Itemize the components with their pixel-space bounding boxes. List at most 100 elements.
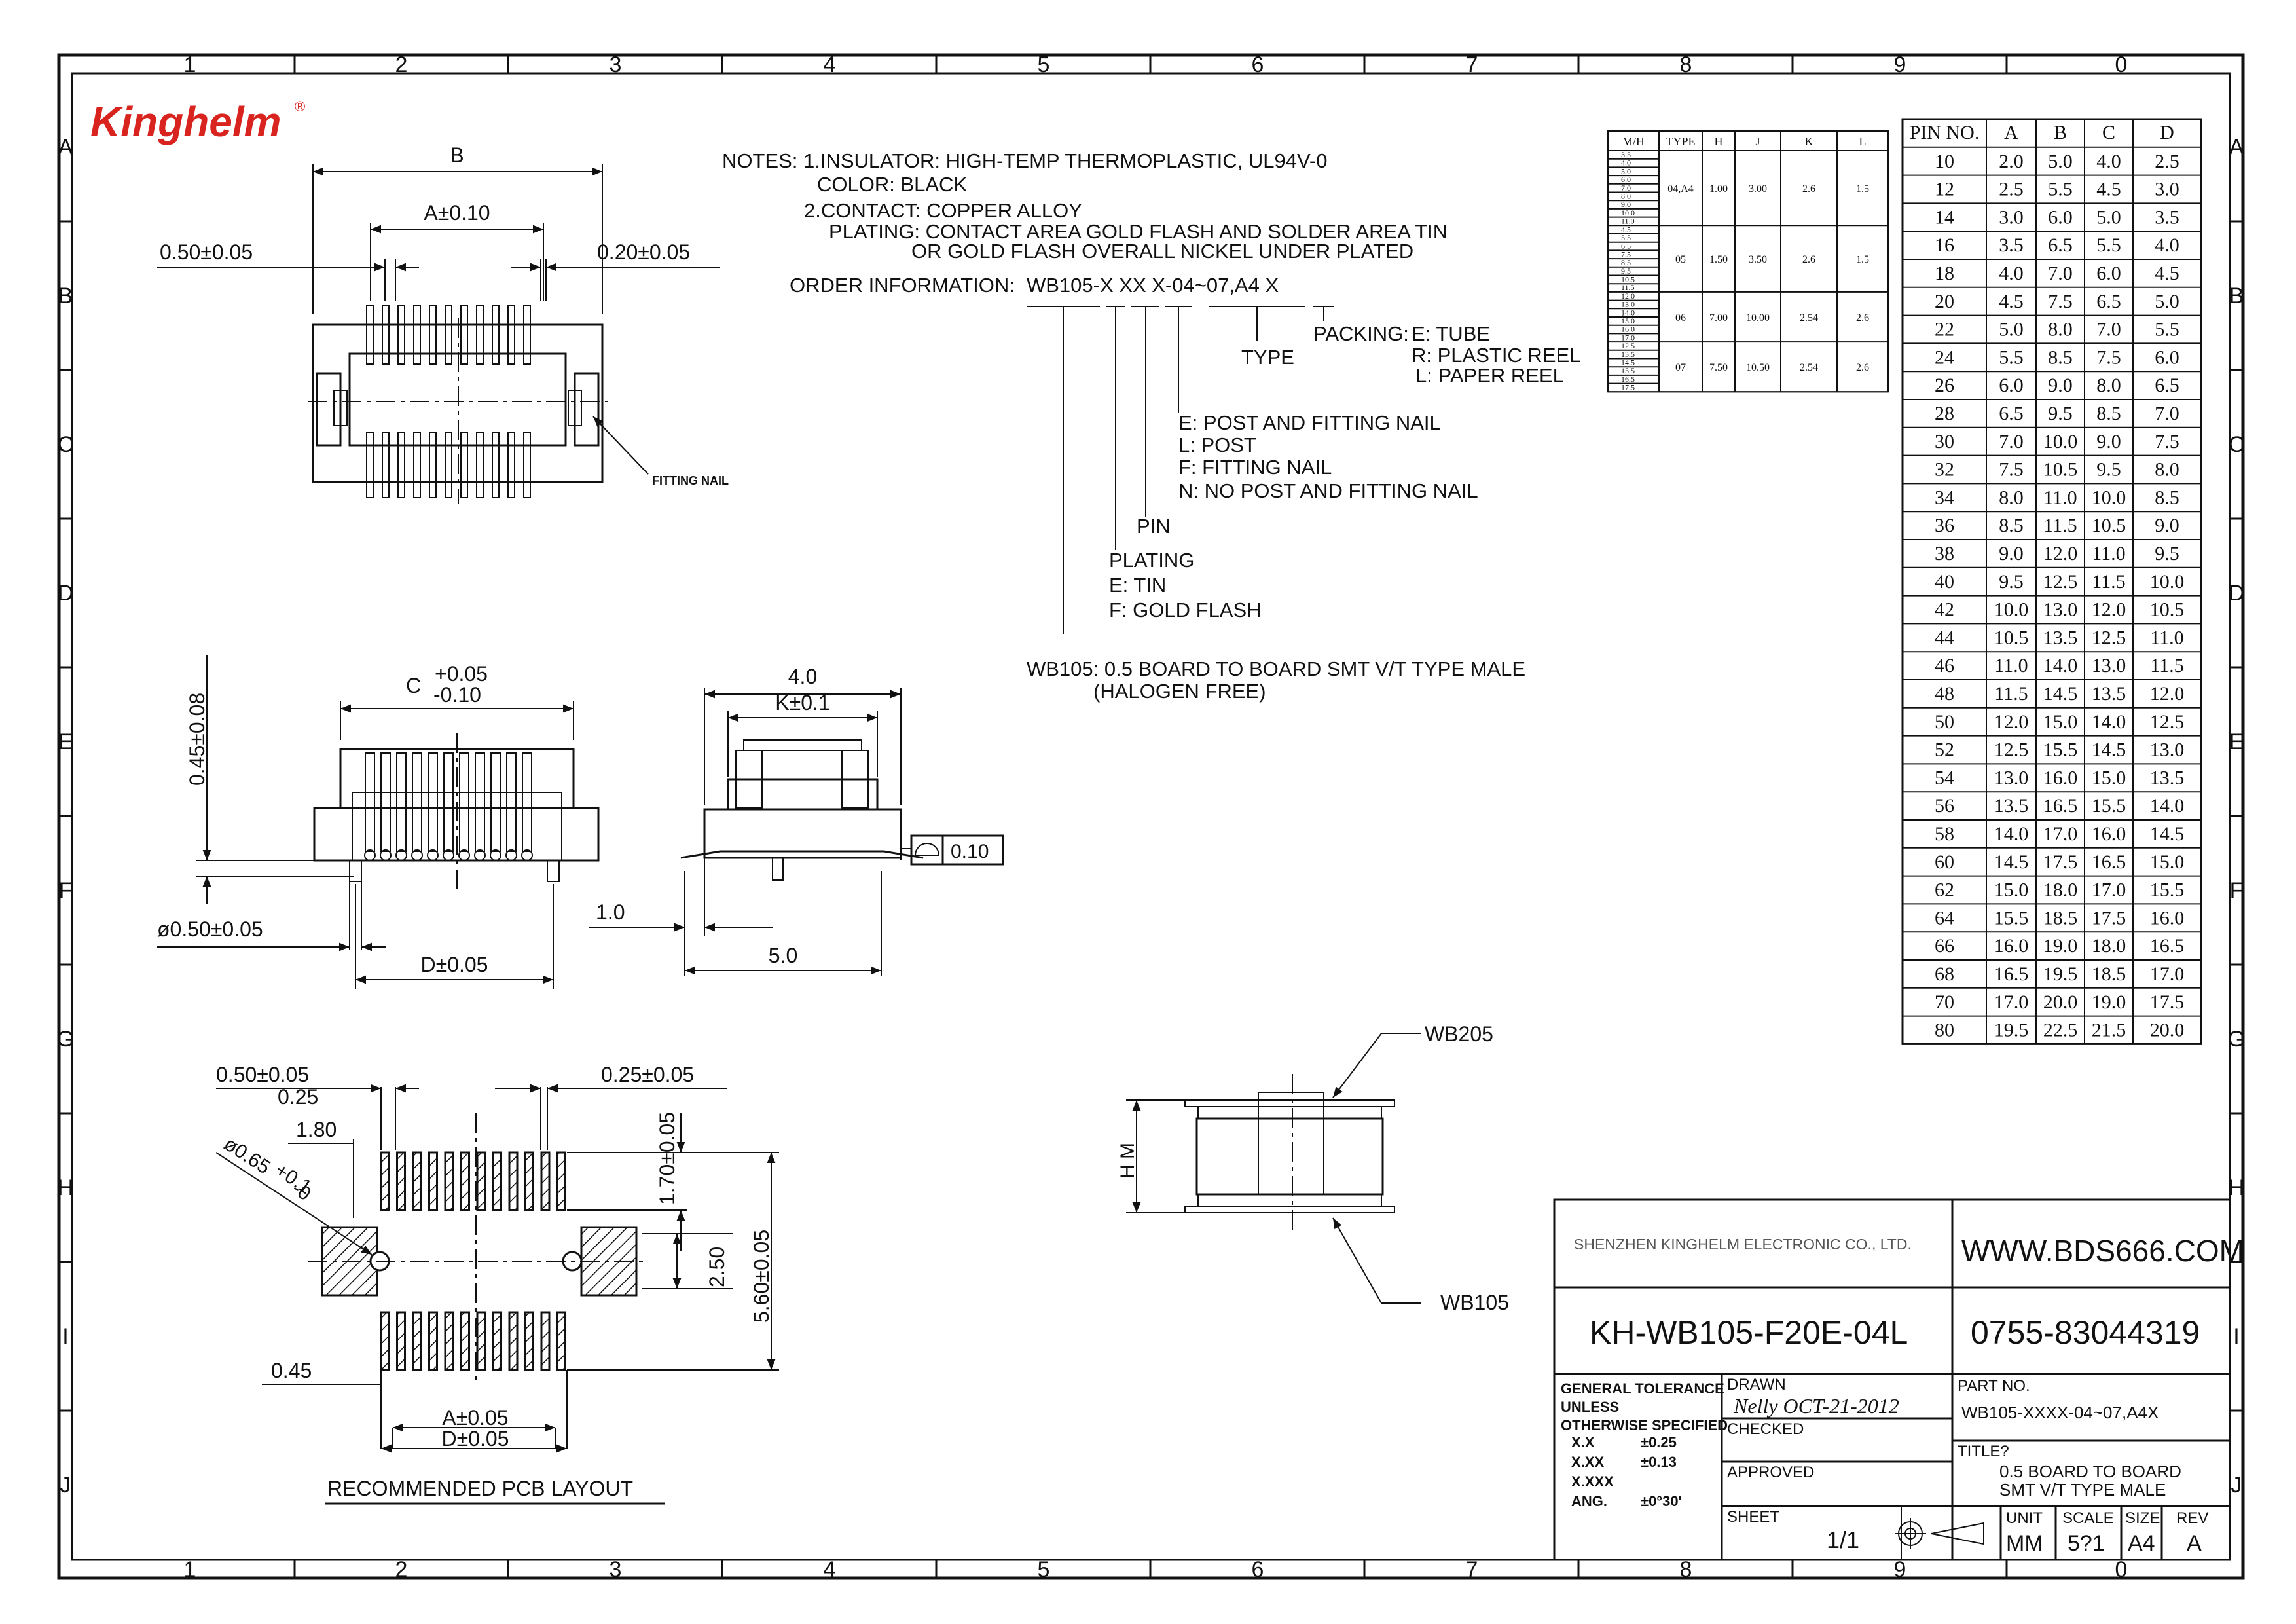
mh-header-cell: H [1715,135,1723,148]
pin-table-cell: 8.0 [1999,487,2024,508]
contact-pin [366,304,374,365]
pin-table-cell: 15.5 [2150,879,2185,901]
row-label: A [2229,135,2244,160]
pcb-pad [492,1311,502,1371]
pin-table-cell: 15.5 [2092,795,2126,817]
col-label: 6 [1252,1557,1264,1582]
contact-pin [490,752,501,852]
dim-HM: H M [1117,1143,1139,1179]
packing-option: E: TUBE [1412,322,1490,345]
post-option: F: FITTING NAIL [1178,456,1332,479]
row-label: I [62,1324,68,1349]
packing-option: R: PLASTIC REEL [1412,344,1580,367]
col-label: 8 [1680,52,1692,77]
mh-type-cell: 07 [1675,362,1686,373]
pcb-dim-025b: 0.25±0.05 [601,1063,694,1086]
mh-h-cell: 7.00 [1709,312,1728,323]
dim-d50: 5.0 [769,944,797,967]
pcb-layout-title: RECOMMENDED PCB LAYOUT [327,1477,633,1500]
solder-tail [364,849,376,861]
contact-pin [397,432,405,498]
pin-table-cell: 16.0 [1994,935,2029,957]
pin-table-cell: 3.0 [1999,206,2024,228]
post-option: L: POST [1178,434,1256,456]
contact-pin [507,432,515,498]
pin-table-cell: 5.5 [2048,179,2073,200]
mh-cell: 17.5 [1621,383,1635,392]
pin-table-cell: 16.5 [2150,935,2185,957]
pcb-pad [540,1311,551,1371]
contact-pin [507,304,515,365]
mh-cell: 16.5 [1621,375,1635,384]
pin-table-cell: 19.0 [2092,991,2126,1013]
pin-table-cell: 8.5 [1999,515,2024,536]
pin-table-cell: 26 [1935,375,1954,396]
pin-table-cell: 40 [1935,571,1954,593]
pcb-pad [492,1151,502,1211]
row-label: I [2233,1324,2239,1349]
pin-table-cell: 17.5 [2150,991,2185,1013]
mh-l-cell: 1.5 [1856,254,1869,265]
pcb-dim-phi065: ø0.65 [220,1133,274,1178]
pcb-pad [380,1311,390,1371]
part-code: KH-WB105-F20E-04L [1590,1314,1908,1351]
pcb-dim-050: 0.50±0.05 [216,1063,309,1086]
mh-cell: 13.5 [1621,350,1635,359]
col-label: 2 [395,52,408,77]
pin-table-cell: 13.5 [1994,795,2029,817]
pin-table-cell: 4.5 [2096,179,2121,200]
pin-table-cell: 14.0 [2092,711,2126,733]
row-label: B [58,284,73,308]
mh-cell: 14.5 [1621,358,1635,367]
side-view: 4.0 K±0.1 0.10 1.0 5.0 [589,665,1004,976]
mh-h-cell: 7.50 [1709,362,1728,373]
pin-table-cell: 7.0 [2096,319,2121,341]
row-label: E [58,729,73,754]
pin-table-cell: 28 [1935,403,1954,424]
solder-tail [458,849,470,861]
pin-table-cell: 70 [1935,991,1954,1013]
mh-cell: 10.5 [1621,275,1635,284]
sheet-label: SHEET [1727,1508,1779,1526]
mh-cell: 9.0 [1621,200,1631,209]
pin-table-cell: 9.0 [1999,543,2024,564]
tolerance-value: ±0°30' [1641,1493,1682,1509]
pcb-pad [428,1311,438,1371]
pin-table-cell: 9.0 [2048,375,2073,396]
unit-value: MM [2006,1531,2043,1556]
mh-cell: 3.5 [1621,150,1631,159]
tolerance-otherwise: OTHERWISE SPECIFIED [1561,1417,1728,1433]
front-view: C +0.05 -0.10 0.45±0.08 ø0.50±0.05 D±0.0… [157,655,600,989]
logo-text: Kinghelm [90,98,282,145]
pin-table-cell: 58 [1935,823,1954,845]
dim-045: 0.45±0.08 [185,693,209,786]
contact-pin [475,752,485,852]
order-description: WB105: 0.5 BOARD TO BOARD SMT V/T TYPE M… [1027,657,1525,680]
mh-cell: 8.5 [1621,258,1631,267]
pin-table-cell: 62 [1935,879,1954,901]
contact-pin [445,304,452,365]
pcb-dim-A005: A±0.05 [442,1406,508,1430]
contact-pin [460,304,468,365]
size-value: A4 [2128,1531,2155,1556]
row-label: J [60,1473,71,1498]
pin-table-cell: 20.0 [2043,991,2078,1013]
pin-table-cell: 7.0 [2048,263,2073,284]
dim-C-minus: -0.10 [433,683,481,707]
pin-table-cell: 9.0 [2155,515,2179,536]
pin-table-cell: 12.5 [1994,739,2029,761]
mh-j-cell: 3.00 [1749,183,1767,194]
contact-pin [523,432,531,498]
pin-table-cell: 5.5 [2155,319,2179,341]
pin-table-cell: 54 [1935,767,1954,788]
part-no-value: WB105-XXXX-04~07,A4X [1961,1403,2159,1422]
mh-type-cell: 05 [1675,254,1686,265]
company-name: SHENZHEN KINGHELM ELECTRONIC CO., LTD. [1574,1236,1912,1253]
col-label: 0 [2115,1557,2128,1582]
pin-table-cell: 5.0 [2096,206,2121,228]
note-line: COLOR: BLACK [817,173,967,196]
solder-tail [380,849,392,861]
mh-k-cell: 2.6 [1802,183,1815,194]
pin-table-cell: 16.5 [1994,963,2029,985]
